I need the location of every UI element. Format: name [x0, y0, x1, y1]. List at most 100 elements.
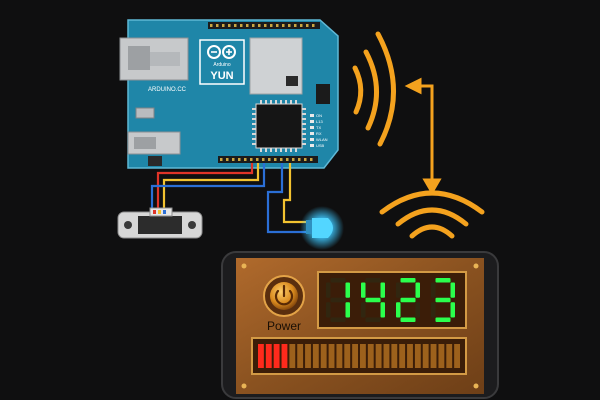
wire-red — [156, 163, 254, 214]
level-bar-segment — [312, 344, 319, 368]
header-pin — [264, 24, 267, 27]
level-bar-segment — [289, 344, 296, 368]
header-pin — [250, 158, 253, 161]
level-bar-segment — [273, 344, 280, 368]
power-button[interactable] — [263, 275, 305, 317]
led-icon — [300, 206, 344, 250]
pin-label: L13 — [316, 119, 323, 124]
icsp-header — [316, 84, 330, 104]
distance-sensor-icon — [117, 207, 203, 239]
pin-label: ON — [316, 113, 322, 118]
header-pin — [282, 24, 285, 27]
pin-label: RX — [316, 131, 322, 136]
header-pin — [294, 24, 297, 27]
wire-yellow — [162, 163, 260, 214]
arduino-logo: Arduino YUN — [199, 39, 245, 85]
level-bar-segment — [367, 344, 374, 368]
display-digit — [431, 278, 455, 322]
level-bar-segment — [265, 344, 272, 368]
pin-label: WLAN — [316, 137, 328, 142]
header-pin — [240, 24, 243, 27]
board-site: ARDUINO.CC — [148, 87, 187, 93]
level-bar-segment — [407, 344, 413, 368]
seven-segment-display — [326, 278, 455, 322]
header-pin — [226, 158, 229, 161]
header-pin — [312, 24, 315, 27]
board-brand-small: Arduino — [213, 62, 230, 68]
header-pin — [222, 24, 225, 27]
display-digit — [326, 278, 350, 322]
level-bar-segment — [438, 344, 445, 368]
wire-blue — [150, 163, 266, 214]
power-label: Power — [267, 319, 301, 333]
board-model: YUN — [210, 70, 233, 82]
wifi-signal-icon — [352, 31, 396, 147]
level-bar-segment — [446, 344, 453, 368]
display-digit — [361, 278, 385, 322]
header-pin — [286, 158, 289, 161]
level-bar-segment — [375, 344, 382, 368]
header-top-pins — [210, 24, 315, 27]
level-bar-segment — [430, 344, 437, 368]
header-pin — [274, 158, 277, 161]
wifi-signal-icon-phone — [379, 190, 485, 239]
wifi-module — [249, 37, 303, 95]
pin-label: TX — [316, 125, 321, 130]
wires — [150, 163, 310, 234]
level-bar-segment — [281, 344, 288, 368]
header-pin — [234, 24, 237, 27]
header-pin — [232, 158, 235, 161]
level-bar-segment — [258, 344, 264, 368]
header-pin — [292, 158, 295, 161]
ethernet-port-icon — [119, 37, 189, 81]
microcontroller-chip — [252, 100, 306, 152]
level-bar-segment — [414, 344, 421, 368]
level-bar-segment — [320, 344, 327, 368]
header-pin — [306, 24, 309, 27]
level-bar-segment — [328, 344, 335, 368]
level-bar-segment — [297, 344, 304, 368]
wire-blue-led — [266, 163, 310, 234]
header-pin — [298, 158, 301, 161]
header-pin — [256, 158, 259, 161]
level-bar-segment — [352, 344, 358, 368]
usb-port-icon — [127, 107, 181, 155]
reset-button — [148, 156, 162, 166]
level-bar-segment — [383, 344, 390, 368]
header-pin — [262, 158, 265, 161]
wire-yellow-led — [282, 163, 308, 224]
header-pin — [252, 24, 255, 27]
header-pin — [310, 158, 313, 161]
header-pin — [210, 24, 213, 27]
level-bar-segment — [399, 344, 406, 368]
header-pin — [280, 158, 283, 161]
header-pin — [300, 24, 303, 27]
level-bar-segment — [336, 344, 343, 368]
power-icon — [274, 284, 294, 306]
header-pin — [258, 24, 261, 27]
header-pin — [288, 24, 291, 27]
level-bar-segment — [344, 344, 351, 368]
header-pin — [220, 158, 223, 161]
display-digit — [396, 278, 420, 322]
level-bar-frame — [251, 337, 467, 375]
header-pin — [304, 158, 307, 161]
level-bar-segment — [360, 344, 366, 368]
smartphone: Power — [221, 251, 499, 399]
header-pin — [268, 158, 271, 161]
header-pin — [216, 24, 219, 27]
level-bar — [258, 344, 460, 368]
header-pin — [270, 24, 273, 27]
header-pin — [238, 158, 241, 161]
header-pin — [228, 24, 231, 27]
header-pin — [246, 24, 249, 27]
level-bar-segment — [454, 344, 460, 368]
level-bar-segment — [422, 344, 429, 368]
level-bar-segment — [391, 344, 398, 368]
level-bar-segment — [305, 344, 311, 368]
header-bottom-pins — [220, 158, 313, 161]
smd-chip — [286, 76, 298, 86]
